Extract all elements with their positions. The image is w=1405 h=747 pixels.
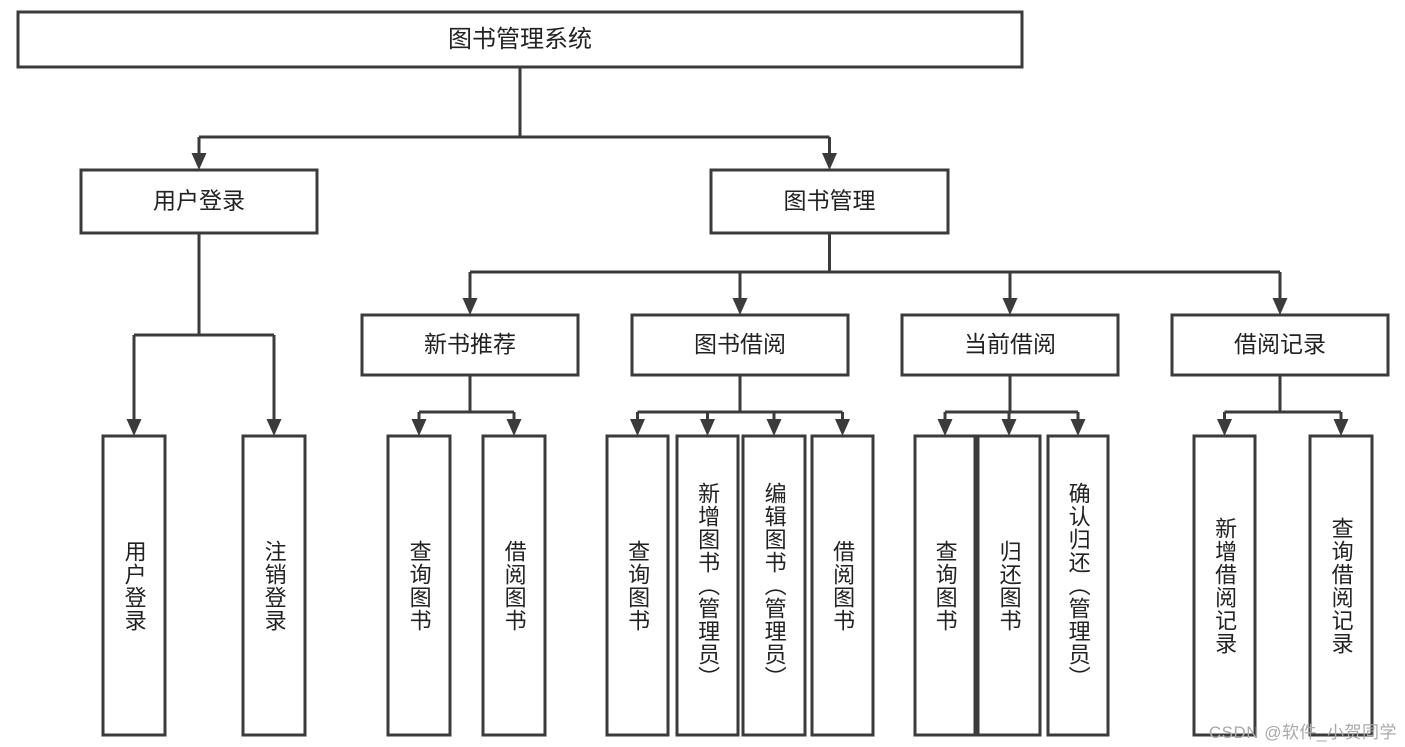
node-leaf-borrow-book-2[interactable] — [810, 434, 875, 737]
node-label-root: 图书管理系统 — [448, 26, 592, 53]
node-box-leaf-query-book-2 — [605, 434, 670, 737]
node-box-leaf-user-login — [101, 434, 167, 737]
node-new-book-recommend[interactable]: 新书推荐 — [360, 313, 580, 377]
arrowhead-book-borrow-3 — [835, 419, 850, 436]
node-leaf-add-borrow-record[interactable] — [1192, 434, 1257, 737]
arrowhead-book-borrow-2 — [766, 419, 782, 436]
node-box-new-book-recommend — [360, 313, 580, 377]
arrowhead-book-manage-1 — [732, 298, 748, 315]
arrowhead-current-borrow-2 — [1070, 419, 1086, 436]
node-box-leaf-add-book-admin — [675, 434, 740, 737]
node-leaf-add-book-admin[interactable] — [675, 434, 740, 737]
node-leaf-borrow-book-1[interactable] — [481, 434, 547, 737]
arrowhead-new-book-recommend-0 — [411, 419, 427, 436]
node-box-root — [16, 10, 1024, 69]
arrowhead-current-borrow-0 — [937, 419, 953, 436]
node-leaf-user-login[interactable] — [101, 434, 167, 737]
csdn-watermark: CSDN @软件_小贺同学 — [1208, 723, 1397, 742]
node-box-user-login — [79, 168, 319, 235]
node-label-new-book-recommend: 新书推荐 — [424, 331, 516, 357]
node-label-book-manage: 图书管理 — [784, 188, 876, 214]
node-box-leaf-borrow-book-1 — [481, 434, 547, 737]
node-box-leaf-confirm-return-admin — [1046, 434, 1110, 737]
node-book-borrow[interactable]: 图书借阅 — [630, 313, 850, 377]
node-root[interactable]: 图书管理系统 — [16, 10, 1024, 69]
node-box-leaf-edit-book-admin — [741, 434, 807, 737]
node-leaf-query-borrow-record[interactable] — [1308, 434, 1374, 737]
node-box-book-manage — [709, 168, 950, 235]
arrowhead-user-login-1 — [266, 419, 282, 436]
node-box-leaf-query-borrow-record — [1308, 434, 1374, 737]
arrowhead-book-manage-2 — [1002, 298, 1018, 315]
node-box-leaf-add-borrow-record — [1192, 434, 1257, 737]
arrowhead-book-borrow-1 — [700, 419, 715, 436]
node-label-current-borrow: 当前借阅 — [964, 331, 1056, 357]
node-label-borrow-record: 借阅记录 — [1234, 331, 1326, 357]
arrowhead-root-1 — [822, 153, 837, 170]
node-user-login[interactable]: 用户登录 — [79, 168, 319, 235]
node-box-leaf-query-book-1 — [386, 434, 452, 737]
arrowhead-book-manage-3 — [1272, 298, 1288, 315]
arrowhead-borrow-record-0 — [1217, 419, 1232, 436]
node-leaf-edit-book-admin[interactable] — [741, 434, 807, 737]
node-leaf-query-book-2[interactable] — [605, 434, 670, 737]
arrowhead-root-0 — [191, 153, 207, 170]
node-leaf-confirm-return-admin[interactable] — [1046, 434, 1110, 737]
node-box-leaf-borrow-book-2 — [810, 434, 875, 737]
node-box-leaf-return-book — [976, 434, 1042, 737]
arrowhead-new-book-recommend-1 — [506, 419, 522, 436]
node-leaf-query-book-1[interactable] — [386, 434, 452, 737]
arrowhead-book-manage-0 — [462, 298, 478, 315]
arrowhead-book-borrow-0 — [630, 419, 645, 436]
node-leaf-query-book-3[interactable] — [913, 434, 977, 737]
node-leaf-return-book[interactable] — [976, 434, 1042, 737]
node-box-leaf-query-book-3 — [913, 434, 977, 737]
node-box-leaf-logout-login — [241, 434, 307, 737]
connector-layer — [126, 67, 1349, 436]
node-label-user-login: 用户登录 — [153, 188, 245, 214]
node-box-book-borrow — [630, 313, 850, 377]
node-box-current-borrow — [900, 313, 1120, 377]
node-box-borrow-record — [1170, 313, 1390, 377]
node-current-borrow[interactable]: 当前借阅 — [900, 313, 1120, 377]
node-leaf-logout-login[interactable] — [241, 434, 307, 737]
arrowhead-user-login-0 — [126, 419, 142, 436]
arrowhead-borrow-record-1 — [1333, 419, 1349, 436]
node-book-manage[interactable]: 图书管理 — [709, 168, 950, 235]
node-label-book-borrow: 图书借阅 — [694, 331, 786, 357]
arrowhead-current-borrow-1 — [1001, 419, 1017, 436]
node-borrow-record[interactable]: 借阅记录 — [1170, 313, 1390, 377]
